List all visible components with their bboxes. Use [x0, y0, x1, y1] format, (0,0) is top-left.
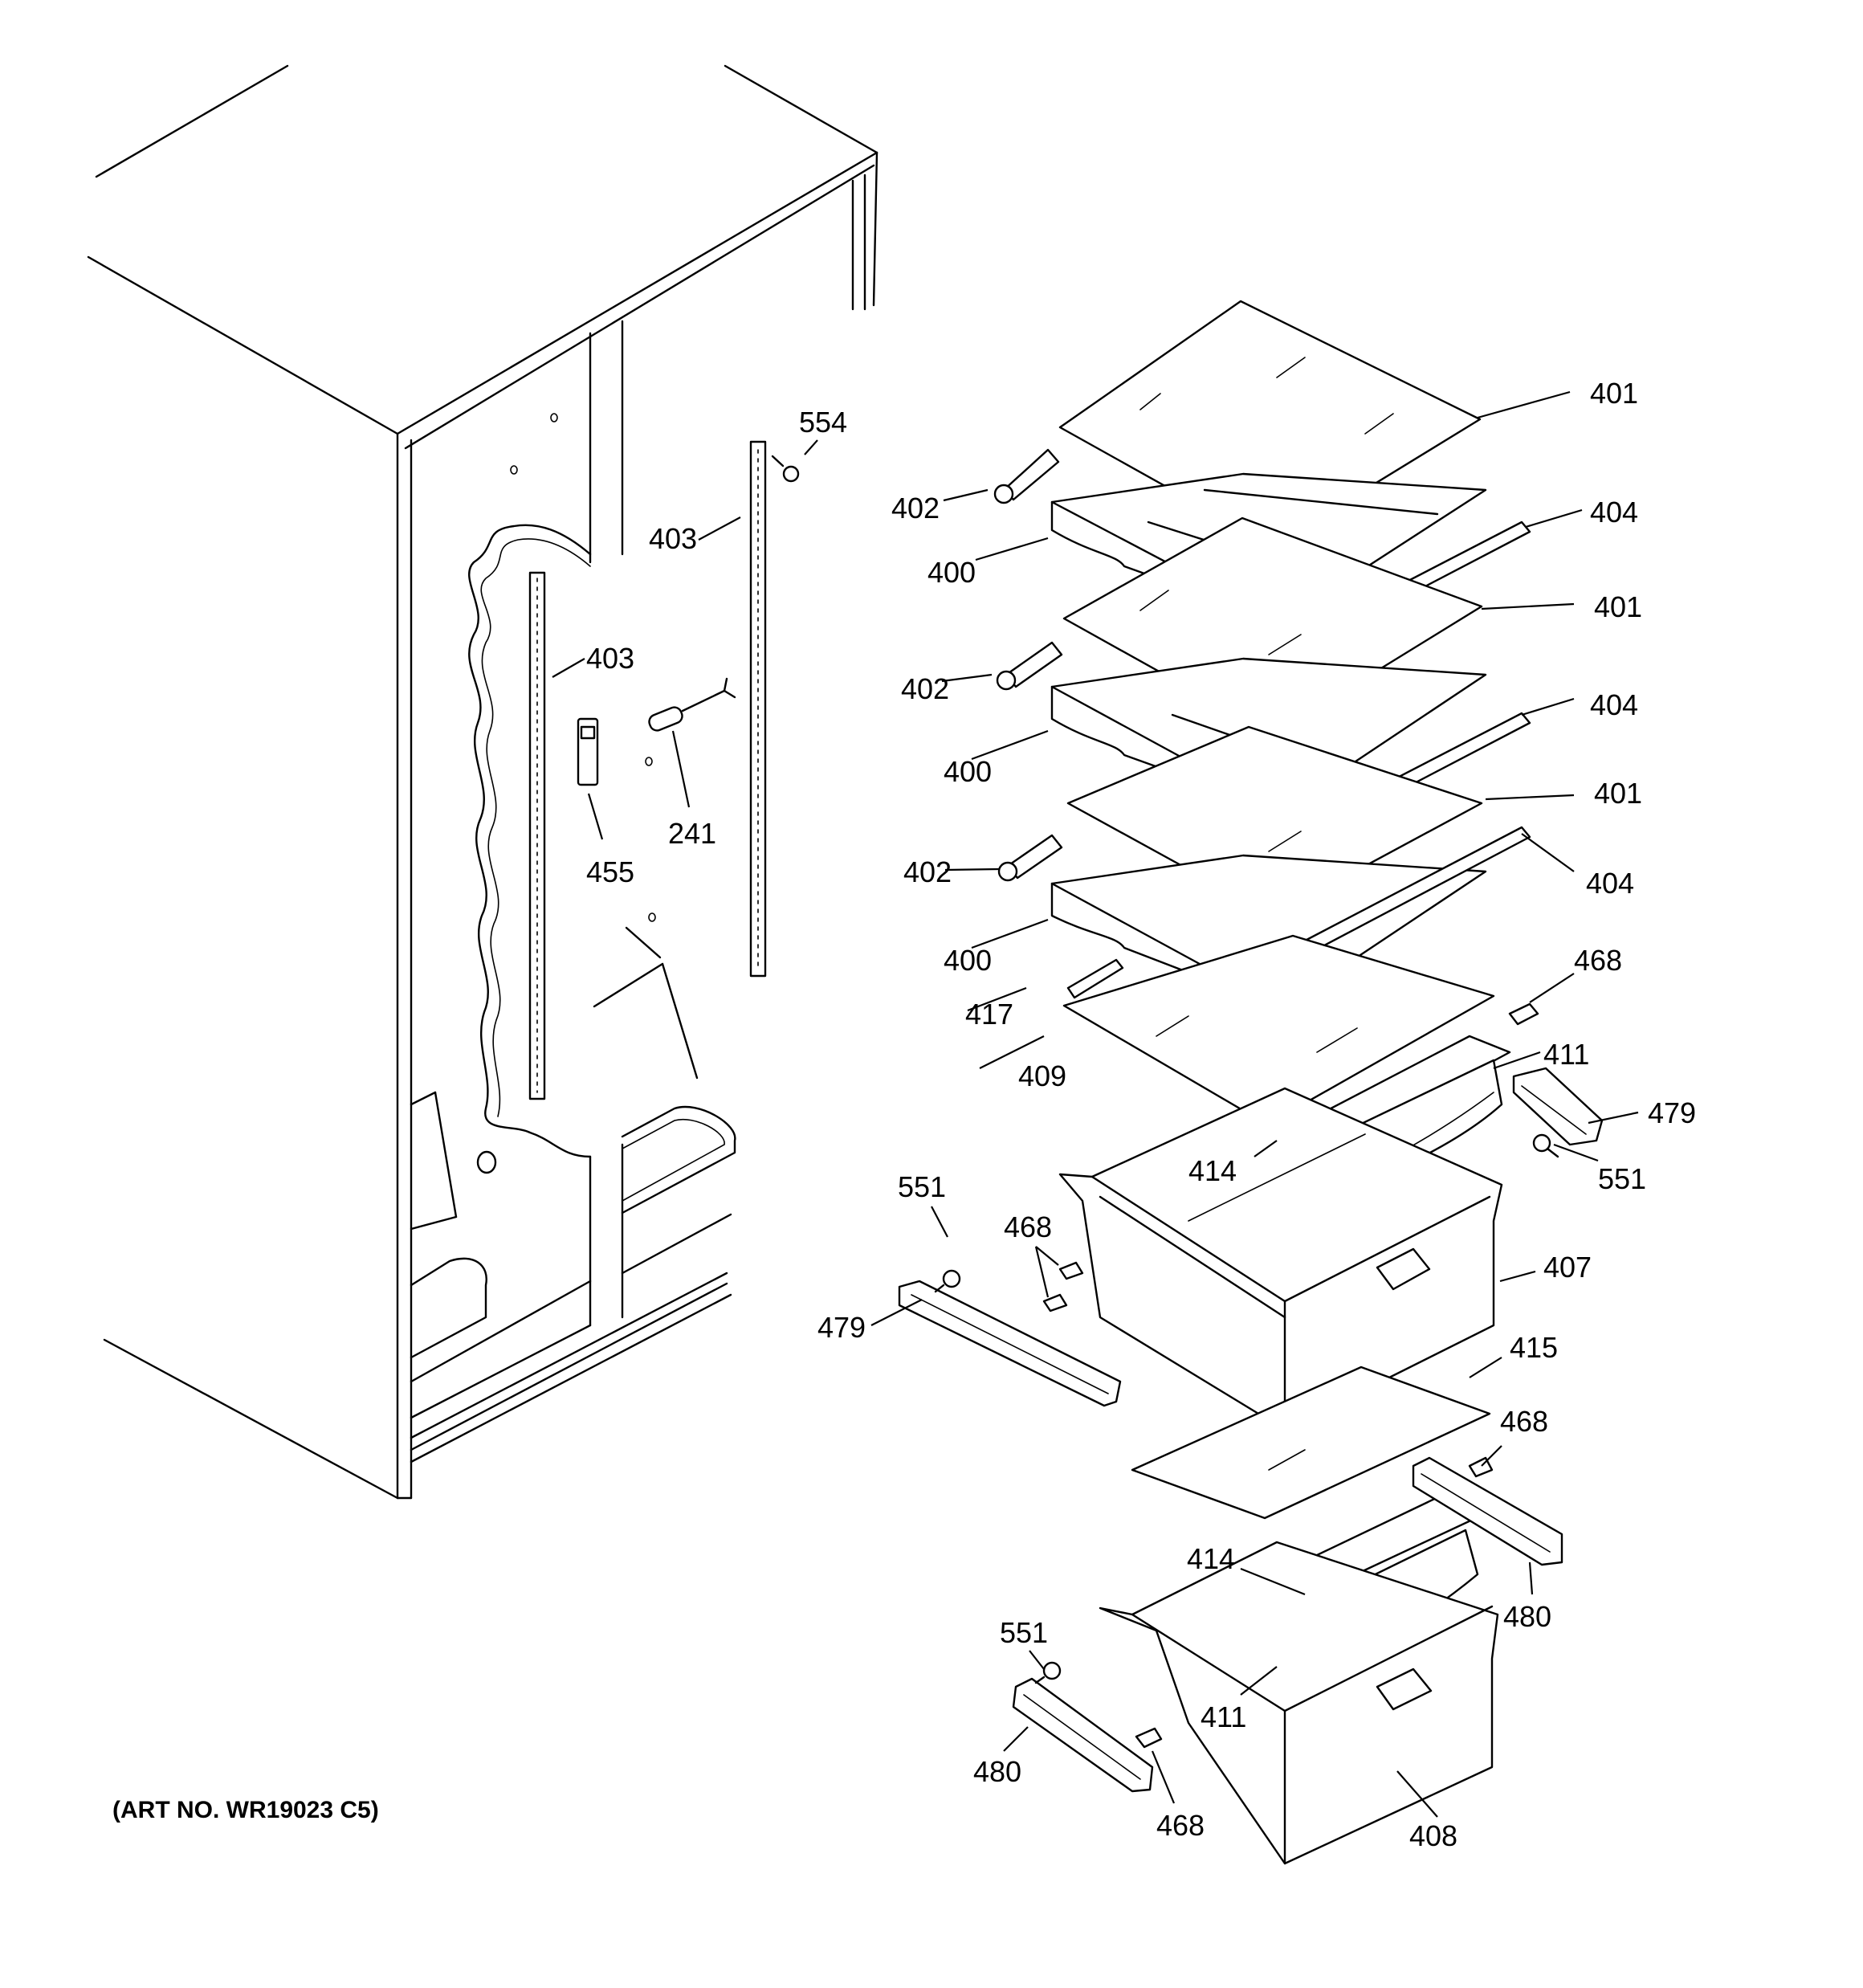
callout-401: 401	[1594, 590, 1642, 623]
callout-402: 402	[901, 672, 949, 705]
callout-415: 415	[1510, 1331, 1558, 1364]
callout-411: 411	[1543, 1038, 1589, 1071]
callout-479: 479	[1648, 1096, 1696, 1129]
callout-551: 551	[1000, 1616, 1048, 1649]
rail-clip	[577, 717, 599, 786]
callout-468: 468	[1156, 1809, 1205, 1842]
refrigerator-cabinet	[87, 64, 879, 1500]
shelf-rail-left	[528, 571, 546, 1100]
shelf-end-cap	[996, 641, 1063, 691]
callout-404: 404	[1586, 867, 1634, 900]
callout-408: 408	[1409, 1819, 1457, 1852]
callout-468: 468	[1574, 944, 1622, 977]
callout-479: 479	[817, 1311, 866, 1344]
callout-554: 554	[799, 406, 847, 439]
callout-401: 401	[1594, 777, 1642, 810]
slide-clip	[1058, 1261, 1084, 1280]
callout-409: 409	[1018, 1059, 1066, 1092]
drawer-cover-glass	[1062, 934, 1495, 1126]
art-number: (ART NO. WR19023 C5)	[112, 1797, 379, 1823]
callout-480: 480	[973, 1755, 1021, 1788]
drawer-slide-right-upper	[1512, 1067, 1604, 1146]
callout-401: 401	[1590, 377, 1638, 410]
leader-lines	[552, 390, 1639, 1818]
callout-480: 480	[1503, 1600, 1551, 1633]
lower-crisper-drawer	[1099, 1541, 1499, 1865]
callout-labels: 554 403 403 455 241 401 402 404 400 401 …	[586, 377, 1696, 1852]
callout-407: 407	[1543, 1251, 1592, 1284]
slide-clip	[1042, 1293, 1068, 1312]
bracket-pin	[648, 677, 736, 732]
callout-414: 414	[1187, 1542, 1235, 1575]
shelf-end-cap	[993, 448, 1060, 504]
callout-400: 400	[944, 755, 992, 788]
callout-241: 241	[668, 817, 716, 850]
callout-551: 551	[898, 1170, 946, 1203]
callout-400: 400	[944, 944, 992, 977]
lower-drawer-cover-glass	[1131, 1365, 1491, 1520]
drawer-glass-trim	[1066, 958, 1124, 999]
callout-551: 551	[1598, 1162, 1646, 1195]
callout-468: 468	[1500, 1405, 1548, 1438]
slide-clip	[1508, 1002, 1539, 1026]
screw-551-upper-left	[934, 1269, 961, 1293]
drawer-slide-left-upper	[898, 1280, 1122, 1407]
callout-404: 404	[1590, 496, 1638, 529]
slide-clip	[1135, 1727, 1163, 1749]
callout-402: 402	[903, 855, 952, 888]
callout-403: 403	[649, 522, 697, 555]
callout-402: 402	[891, 492, 940, 525]
screw-551-upper-right	[1532, 1133, 1559, 1158]
screw-551-lower	[1034, 1661, 1062, 1684]
callout-403: 403	[586, 642, 634, 675]
drawer-slide-left-lower	[1012, 1677, 1154, 1793]
upper-crisper-drawer	[1058, 1087, 1503, 1431]
callout-468: 468	[1004, 1210, 1052, 1243]
callout-400: 400	[927, 556, 976, 589]
shelf-end-cap	[997, 834, 1063, 882]
callout-455: 455	[586, 855, 634, 888]
callout-414: 414	[1188, 1154, 1237, 1187]
shelf-rail-right	[749, 440, 767, 978]
callout-411: 411	[1201, 1700, 1246, 1733]
callout-417: 417	[965, 998, 1013, 1031]
drawer-slide-right-lower	[1412, 1456, 1563, 1566]
screw-554	[771, 455, 800, 483]
callout-404: 404	[1590, 688, 1638, 721]
slide-clip	[1468, 1456, 1494, 1478]
